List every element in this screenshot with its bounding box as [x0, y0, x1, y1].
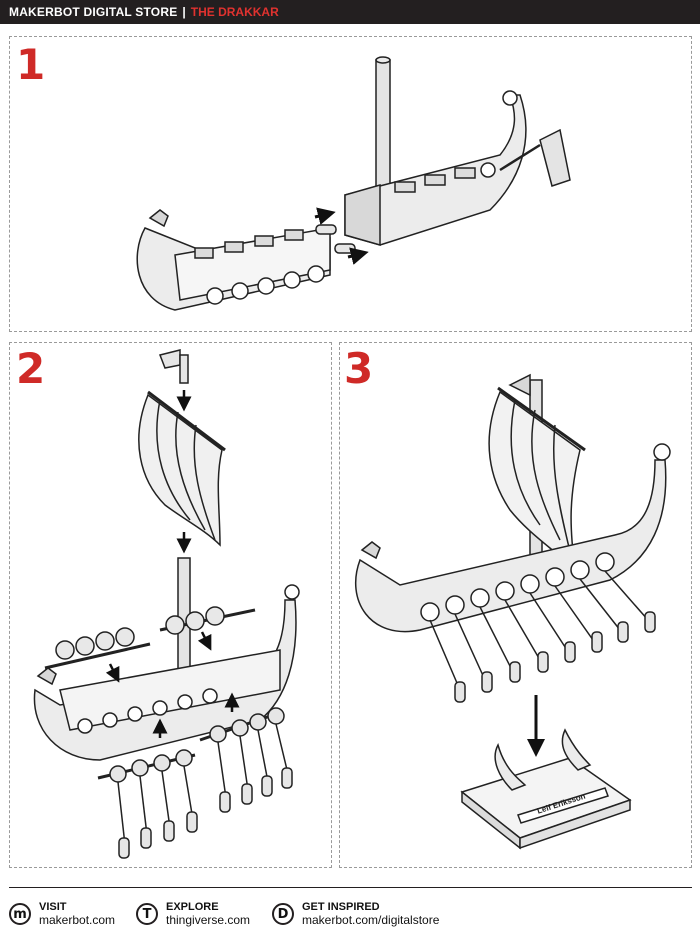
footer-visit-url: makerbot.com: [39, 913, 116, 927]
step2-flag: [158, 349, 189, 384]
step-1-panel: [9, 36, 692, 332]
step-number-1: 1: [16, 40, 46, 89]
step1-rear-hull: [344, 56, 527, 246]
step2-hull: [33, 557, 300, 761]
digital-store-icon: D: [272, 903, 294, 925]
step-2-panel: [9, 342, 332, 868]
header-brand: MAKERBOT DIGITAL STORE: [9, 5, 178, 19]
footer-visit-link[interactable]: m VISIT makerbot.com: [9, 901, 115, 927]
footer-inspire-title: GET INSPIRED: [302, 901, 380, 913]
header-bar: MAKERBOT DIGITAL STORE | THE DRAKKAR: [0, 0, 700, 24]
step3-ship: [355, 373, 671, 703]
step1-arrows: [314, 207, 369, 265]
thingiverse-icon: T: [136, 903, 158, 925]
header-separator: |: [182, 5, 186, 19]
footer-visit-title: VISIT: [39, 901, 67, 913]
footer-explore-link[interactable]: T EXPLORE thingiverse.com: [136, 901, 250, 927]
step1-rudder: [499, 128, 571, 187]
step1-front-hull: [136, 209, 331, 311]
footer-inspire-url: makerbot.com/digitalstore: [302, 913, 440, 927]
footer-explore-url: thingiverse.com: [166, 913, 251, 927]
footer-explore-title: EXPLORE: [166, 901, 219, 913]
step2-sail: [138, 390, 226, 547]
step2-shield-rails: [44, 606, 256, 670]
footer-inspire-link[interactable]: D GET INSPIRED makerbot.com/digitalstore: [272, 901, 439, 927]
makerbot-icon: m: [9, 903, 31, 925]
step1-pegs: [315, 224, 356, 254]
header-product-name: THE DRAKKAR: [190, 5, 279, 19]
step-number-2: 2: [16, 344, 46, 393]
step2-oars-left: [97, 749, 198, 859]
step2-arrows: [105, 631, 240, 738]
step-3-panel: [339, 342, 692, 868]
step3-stand: [460, 728, 632, 850]
footer-divider: [9, 887, 692, 888]
step-number-3: 3: [344, 344, 374, 393]
step2-oars-right: [199, 707, 293, 813]
